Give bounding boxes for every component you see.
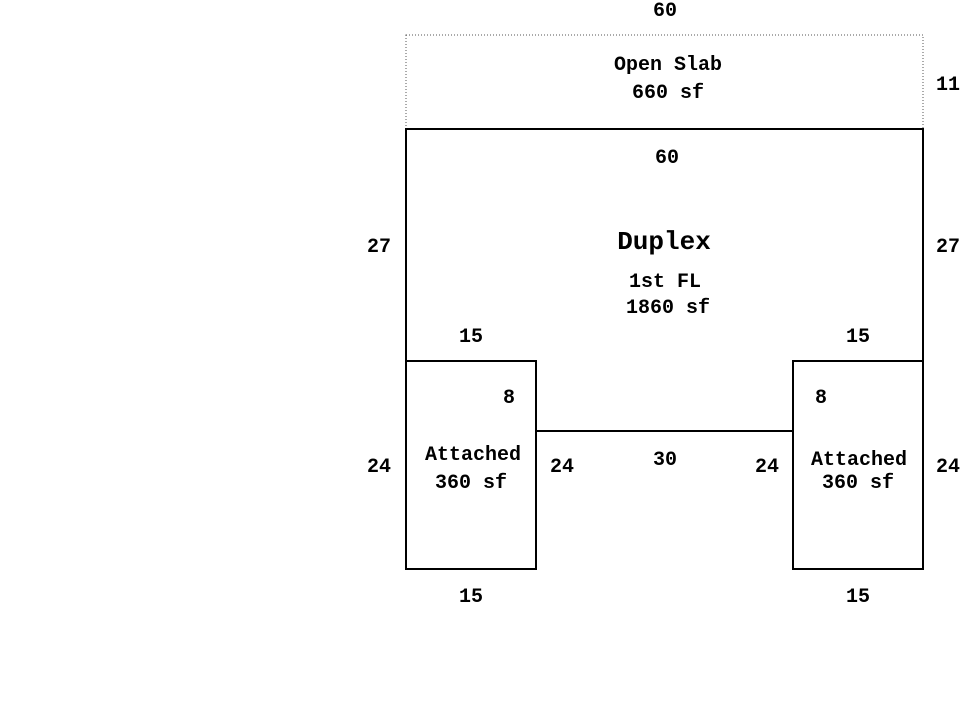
duplex-left-notch-dim: 8 bbox=[503, 387, 515, 410]
duplex-floor: 1st FL bbox=[629, 271, 701, 294]
attached-right-inner-dim: 24 bbox=[755, 456, 779, 479]
attached-left-inner-dim: 24 bbox=[550, 456, 574, 479]
duplex-top-dim: 60 bbox=[655, 147, 679, 170]
open-slab-outline bbox=[405, 34, 924, 130]
attached-left-bottom-dim: 15 bbox=[459, 586, 483, 609]
open-slab-right-dim: 11 bbox=[936, 74, 960, 97]
attached-right-area: 360 sf bbox=[822, 472, 894, 495]
duplex-area: 1860 sf bbox=[626, 297, 710, 320]
open-slab-label: Open Slab bbox=[614, 54, 722, 77]
attached-right-outline bbox=[792, 360, 924, 570]
duplex-right-step-dim: 15 bbox=[846, 326, 870, 349]
attached-left-outline bbox=[405, 360, 537, 570]
attached-right-outer-dim: 24 bbox=[936, 456, 960, 479]
duplex-right-dim: 27 bbox=[936, 236, 960, 259]
attached-right-label: Attached bbox=[811, 449, 907, 472]
open-slab-top-dim: 60 bbox=[653, 0, 677, 23]
attached-left-area: 360 sf bbox=[435, 472, 507, 495]
attached-left-outer-dim: 24 bbox=[367, 456, 391, 479]
attached-right-bottom-dim: 15 bbox=[846, 586, 870, 609]
duplex-left-step-dim: 15 bbox=[459, 326, 483, 349]
duplex-right-notch-dim: 8 bbox=[815, 387, 827, 410]
open-slab-area: 660 sf bbox=[632, 82, 704, 105]
duplex-middle-dim: 30 bbox=[653, 449, 677, 472]
duplex-title: Duplex bbox=[617, 227, 711, 257]
duplex-left-dim: 27 bbox=[367, 236, 391, 259]
attached-left-label: Attached bbox=[425, 444, 521, 467]
